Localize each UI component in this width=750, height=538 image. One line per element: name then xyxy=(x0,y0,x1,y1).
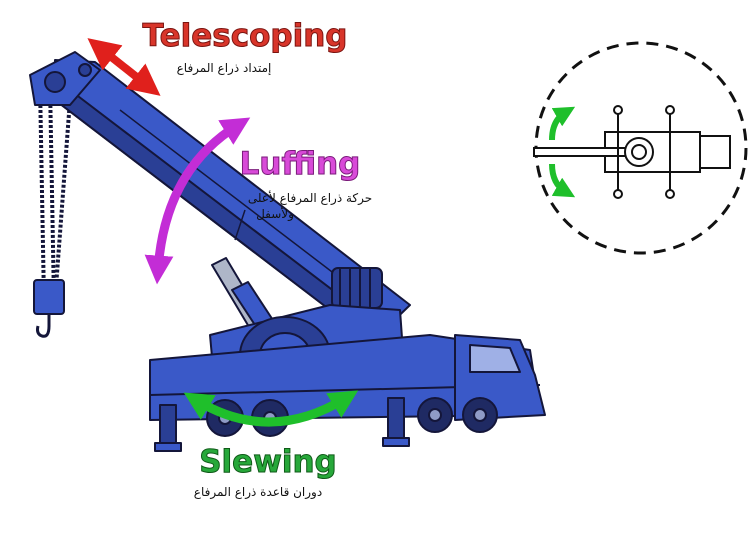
mobile-crane xyxy=(29,51,546,452)
top-view-crane xyxy=(533,105,731,199)
luffing-arrow-icon xyxy=(144,117,251,285)
slewing-arabic: دوران قاعدة ذراع المرفاع xyxy=(194,485,322,500)
slewing-label: Slewing دوران قاعدة ذراع المرفاع xyxy=(194,444,337,501)
luffing-arabic-line1: حركة ذراع المرفاع لأعلى xyxy=(248,190,372,206)
telescoping-label: Telescoping إمتداد ذراع المرفاع xyxy=(142,18,348,77)
outrigger-front xyxy=(154,404,182,452)
outrigger-rear xyxy=(382,397,410,447)
top-view-inset xyxy=(533,41,748,255)
top-view-rotation-down-icon xyxy=(549,163,576,198)
telescoping-title: Telescoping xyxy=(143,18,348,54)
telescoping-arabic: إمتداد ذراع المرفاع xyxy=(177,61,272,76)
top-view-rotation-up-icon xyxy=(549,106,576,141)
slewing-title: Slewing xyxy=(199,444,337,480)
slewing-arrow-icon xyxy=(183,390,359,427)
hoist-cable xyxy=(38,84,72,301)
luffing-label: Luffing حركة ذراع المرفاع لأعلى ولأسفل xyxy=(239,146,372,223)
luffing-arabic-line2: ولأسفل xyxy=(256,206,294,222)
winch-drum xyxy=(331,267,383,309)
telescoping-arrow-icon xyxy=(87,38,161,96)
luffing-title: Luffing xyxy=(240,146,361,182)
hook-block xyxy=(33,279,65,338)
